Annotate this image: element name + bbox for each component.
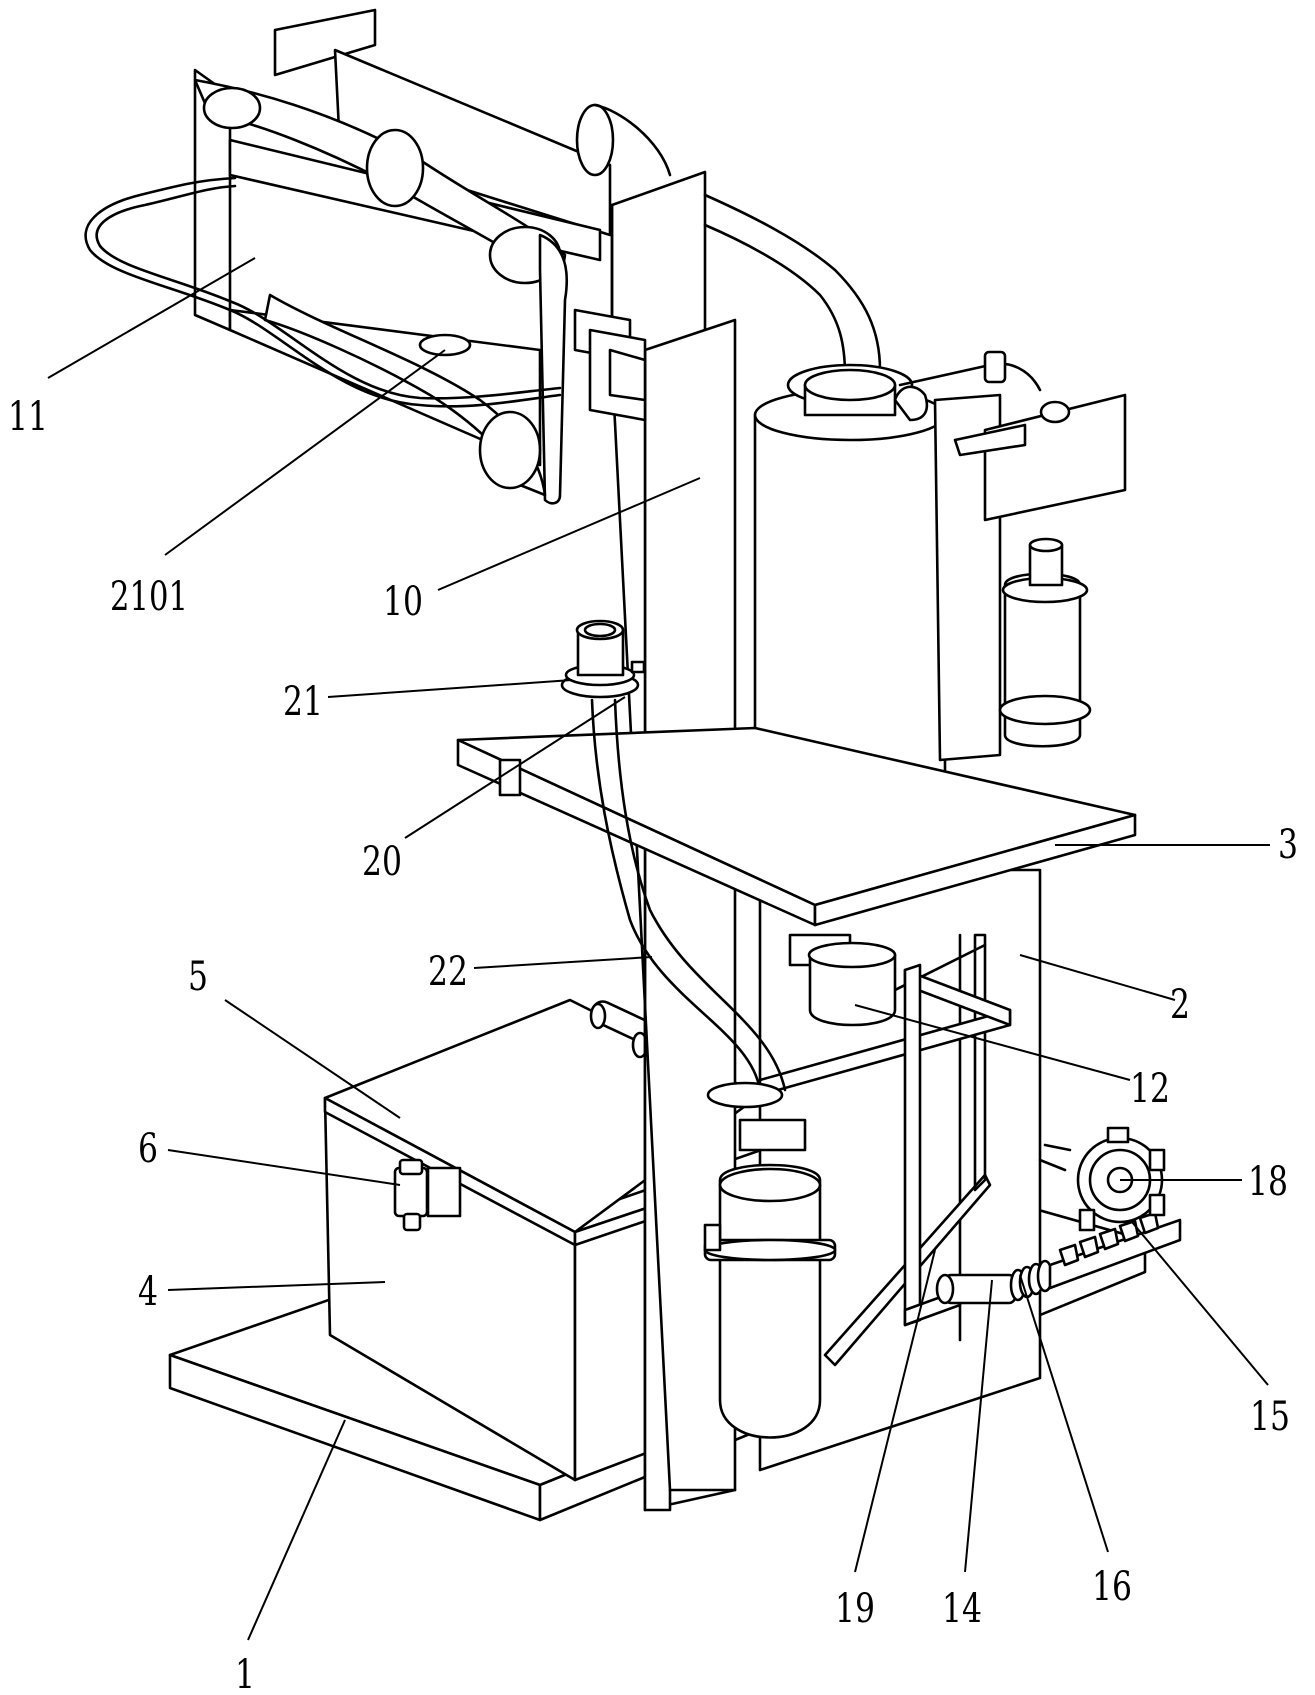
callout-2: 2 bbox=[1170, 982, 1190, 1028]
callout-19: 19 bbox=[835, 1586, 875, 1632]
nozzle-frame bbox=[84, 8, 672, 505]
rear-pipe bbox=[589, 1000, 660, 1059]
right-drive-assembly bbox=[898, 350, 1127, 762]
callout-4: 4 bbox=[138, 1269, 158, 1315]
callout-12: 12 bbox=[1130, 1066, 1170, 1112]
callout-22: 22 bbox=[428, 949, 468, 995]
callout-18: 18 bbox=[1248, 1159, 1288, 1205]
callout-21: 21 bbox=[283, 679, 323, 725]
middle-platform bbox=[456, 726, 1137, 967]
main-column bbox=[610, 170, 737, 1512]
worm-screw bbox=[1009, 1259, 1054, 1302]
callout-6: 6 bbox=[138, 1126, 158, 1172]
callout-3: 3 bbox=[1278, 822, 1298, 868]
callout-10: 10 bbox=[383, 579, 423, 625]
lower-cylinder bbox=[807, 941, 897, 1027]
callout-20: 20 bbox=[362, 839, 402, 885]
callout-2101: 2101 bbox=[110, 574, 188, 620]
callout-5: 5 bbox=[188, 954, 208, 1000]
leader-lines bbox=[47, 257, 1270, 1641]
callout-11: 11 bbox=[8, 394, 48, 440]
callout-1: 1 bbox=[235, 1652, 255, 1695]
nozzle-head bbox=[560, 619, 646, 699]
callout-15: 15 bbox=[1250, 1394, 1290, 1440]
feed-hose bbox=[590, 698, 787, 1092]
callout-labels: 11 2101 10 21 20 3 22 5 2 12 6 18 4 15 1… bbox=[8, 394, 1298, 1695]
filter-canister bbox=[703, 1081, 837, 1439]
callout-14: 14 bbox=[942, 1586, 982, 1632]
hose-clamp-bracket bbox=[573, 308, 647, 422]
drain-valve bbox=[393, 1158, 462, 1232]
pump-outlet-hose bbox=[703, 193, 882, 377]
callout-16: 16 bbox=[1092, 1564, 1132, 1610]
